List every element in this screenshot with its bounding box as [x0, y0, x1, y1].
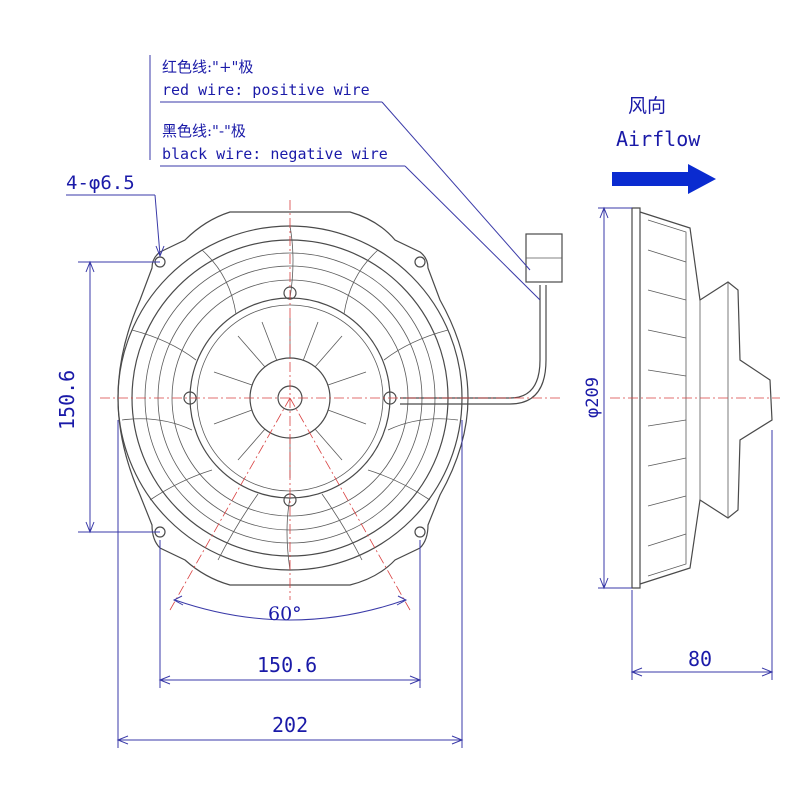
horizontal-dimension-outer: 202: [116, 420, 464, 748]
hole-label: 4-φ6.5: [66, 172, 135, 194]
side-diameter-dimension: φ209: [583, 206, 632, 590]
wire-notes: 红色线:"+"极 red wire: positive wire 黑色线:"-"…: [149, 55, 541, 301]
angle-dimension: 60°: [172, 595, 408, 625]
overall-width-label: 202: [272, 713, 308, 737]
grille-spokes: [121, 225, 459, 571]
airflow-indicator: 风向 Airflow: [612, 95, 716, 194]
angle-label: 60°: [268, 603, 302, 625]
black-wire-note-en: black wire: negative wire: [162, 145, 388, 163]
airflow-label-en: Airflow: [616, 127, 701, 151]
hole-callout: 4-φ6.5: [66, 172, 165, 258]
hole-spacing-horizontal-label: 150.6: [257, 653, 317, 677]
side-view: [610, 207, 780, 589]
red-wire-note-en: red wire: positive wire: [162, 81, 370, 99]
vertical-dimension: 150.6: [55, 260, 160, 534]
depth-dimension: 80: [630, 430, 774, 680]
front-view: [100, 200, 563, 611]
red-wire-note-cn: 红色线:"+"极: [162, 58, 253, 76]
airflow-label-cn: 风向: [628, 95, 666, 117]
horizontal-dimension-inner: 150.6: [158, 540, 422, 688]
diameter-label: φ209: [583, 377, 603, 418]
black-wire-note-cn: 黑色线:"-"极: [162, 122, 246, 140]
hole-spacing-vertical-label: 150.6: [55, 370, 79, 430]
depth-label: 80: [688, 647, 712, 671]
airflow-arrow-icon: [612, 164, 716, 194]
